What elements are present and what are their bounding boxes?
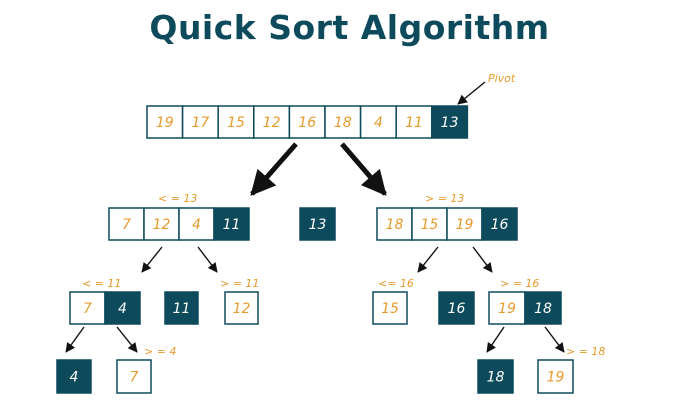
partition-label: <= 16 (378, 277, 414, 290)
arrow (65, 326, 85, 353)
cell-value: 16 (448, 301, 466, 317)
pivot-cell (56, 359, 92, 394)
array-cell (488, 291, 526, 325)
cell-value: 19 (498, 301, 516, 317)
array-cell (116, 359, 152, 394)
cell-value: 15 (227, 115, 245, 131)
pivot-cell (477, 359, 514, 394)
pivot-cell (213, 207, 250, 241)
cell-value: 4 (192, 217, 201, 233)
cell-value: 4 (374, 115, 383, 131)
arrow (340, 142, 387, 196)
cell-value: 7 (130, 370, 139, 386)
array-left-3a: 4 (56, 359, 92, 394)
cell-value: 12 (153, 217, 171, 233)
pivot-cell (438, 291, 475, 325)
array-cell (143, 207, 180, 241)
pivot-cell (104, 291, 141, 325)
arrow (250, 142, 298, 196)
cell-value: 16 (298, 115, 316, 131)
cell-value: 12 (263, 115, 281, 131)
partition-label: < = 13 (158, 192, 197, 205)
array-cell (178, 207, 215, 241)
cell-value: 4 (118, 301, 127, 317)
array-left-2c: 12 (224, 291, 259, 325)
cell-value: 11 (223, 217, 241, 233)
pivot-label: Pivot (488, 72, 516, 85)
cell-value: 4 (70, 370, 79, 386)
array-center-1: 13 (299, 207, 336, 241)
cell-value: 18 (487, 370, 505, 386)
partition-label: > = 11 (220, 277, 259, 290)
partition-label: > = 4 (144, 345, 176, 358)
cell-value: 13 (441, 115, 459, 131)
array-cell (446, 207, 483, 241)
cell-value: 15 (421, 217, 439, 233)
cell-value: 16 (491, 217, 509, 233)
array-right-3a: 18 (477, 359, 514, 394)
array-left-3b: 7 (116, 359, 152, 394)
array-left-1: 7 12 4 11 (108, 207, 250, 241)
cell-value: 18 (386, 217, 404, 233)
arrows (65, 81, 565, 353)
cell-value: 18 (534, 301, 552, 317)
array-cell (324, 105, 362, 139)
pivot-cell (164, 291, 199, 325)
cell-value: 7 (83, 301, 92, 317)
array-root: 19 17 15 12 16 18 4 11 13 (146, 105, 469, 139)
pivot-cell (299, 207, 336, 241)
array-cell (395, 105, 433, 139)
array-right-2b: 16 (438, 291, 475, 325)
array-cell (411, 207, 448, 241)
array-cell (376, 207, 413, 241)
cell-value: 13 (309, 217, 327, 233)
array-cell (537, 359, 574, 394)
array-right-2a: 15 (372, 291, 408, 325)
cell-value: 11 (173, 301, 191, 317)
array-cell (372, 291, 408, 325)
partition-label: > = 13 (425, 192, 464, 205)
partition-label: < = 11 (82, 277, 121, 290)
cell-value: 12 (233, 301, 251, 317)
cell-value: 11 (405, 115, 423, 131)
cell-value: 19 (156, 115, 174, 131)
arrow (197, 246, 218, 273)
cell-value: 15 (381, 301, 399, 317)
array-left-2b: 11 (164, 291, 199, 325)
arrow (544, 326, 565, 353)
partition-label: > = 16 (500, 277, 539, 290)
partition-label: > = 18 (566, 345, 605, 358)
cell-value: 17 (191, 115, 209, 131)
cell-value: 19 (547, 370, 565, 386)
pivot-cell (481, 207, 518, 241)
arrow (472, 246, 493, 273)
array-right-1: 18 15 19 16 (376, 207, 518, 241)
pivot-cell (524, 291, 562, 325)
cell-value: 19 (456, 217, 474, 233)
arrow (417, 246, 439, 273)
partition-labels: < = 13 > = 13 < = 11 > = 11 <= 16 > = 16 > = 4… (82, 72, 605, 358)
page-title: Quick Sort Algorithm (149, 8, 550, 47)
arrow (116, 326, 138, 353)
arrow (457, 81, 486, 105)
arrow (486, 326, 505, 353)
array-right-3b: 19 (537, 359, 574, 394)
cell-value: 18 (334, 115, 352, 131)
array-cell (224, 291, 259, 325)
pivot-cell (431, 105, 469, 139)
cell-value: 7 (122, 217, 131, 233)
arrow (141, 246, 163, 273)
